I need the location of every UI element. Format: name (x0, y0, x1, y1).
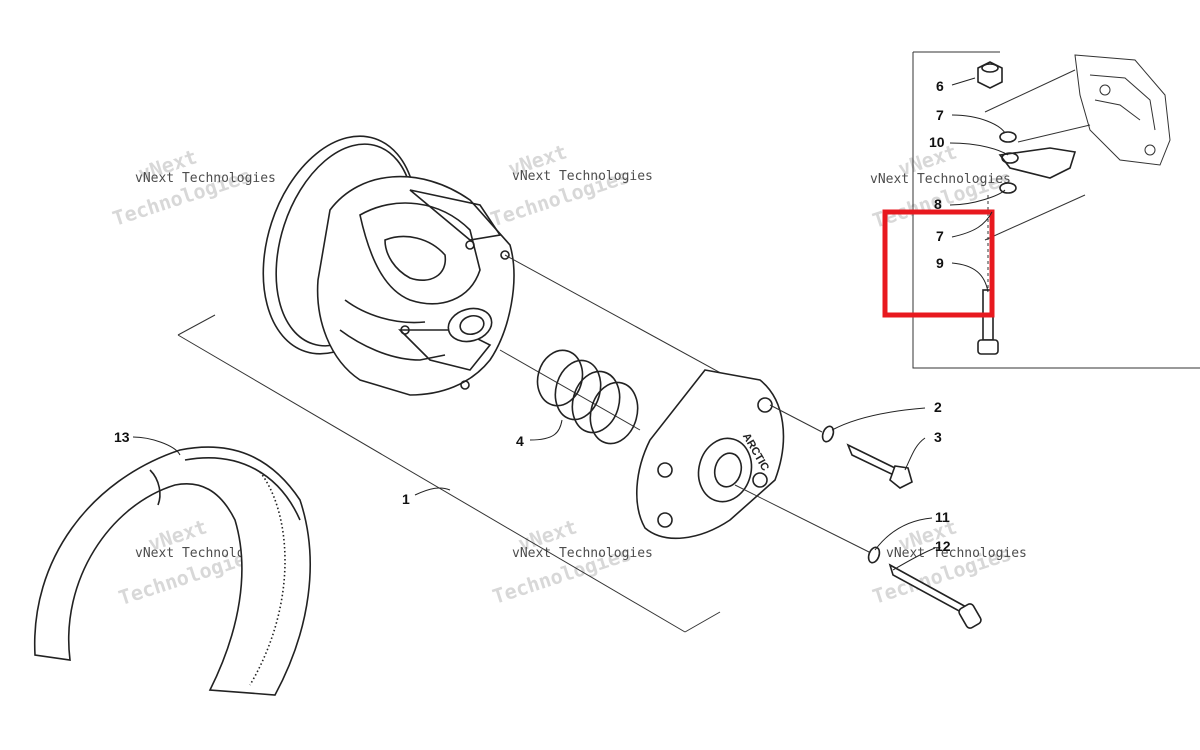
watermark-small: vNext Technologies (135, 171, 276, 186)
watermark-6: vNext Technologies vNext Technologies (869, 515, 1026, 609)
drive-clutch (262, 135, 515, 396)
callout-3: 3 (934, 429, 942, 445)
assembly-outline (177, 314, 721, 633)
watermark-small: vNext Technologies (512, 169, 653, 184)
callout-1: 1 (402, 491, 410, 507)
watermark-2: vNext Technologies vNext Technologies (488, 140, 653, 232)
watermark-small: vNext Technologies (870, 172, 1011, 187)
callout-7-lower: 7 (936, 228, 944, 244)
callout-9: 9 (936, 255, 944, 271)
leader-lines (132, 77, 1009, 571)
washer-bolt-2-3 (821, 425, 913, 489)
watermark-small: vNext Technologies (512, 546, 653, 561)
callout-10: 10 (929, 134, 945, 150)
callouts: 1 2 3 4 6 7 7 8 9 10 11 12 13 (114, 78, 951, 554)
axis-line-lower (499, 349, 641, 431)
axis-line-bolt (734, 484, 876, 556)
callout-11: 11 (935, 509, 950, 525)
axis-line-washer (769, 404, 823, 433)
callout-13: 13 (114, 429, 130, 445)
callout-8: 8 (934, 196, 942, 212)
callout-6: 6 (936, 78, 944, 94)
drive-belt (33, 446, 311, 696)
callout-2: 2 (934, 399, 942, 415)
watermark-small: vNext Technologies (886, 546, 1027, 561)
callout-12: 12 (935, 538, 951, 554)
callout-4: 4 (516, 433, 524, 449)
highlight-box (882, 209, 995, 318)
callout-7-upper: 7 (936, 107, 944, 123)
inset-panel (912, 51, 1200, 369)
watermark-1: vNext Technologies vNext Technologies (109, 145, 275, 231)
cover-plate: ARCTIC (636, 369, 785, 540)
washer-screw-11-12 (867, 546, 982, 629)
watermark-5: vNext Technologies vNext Technologies (489, 515, 652, 609)
spring (536, 349, 639, 445)
